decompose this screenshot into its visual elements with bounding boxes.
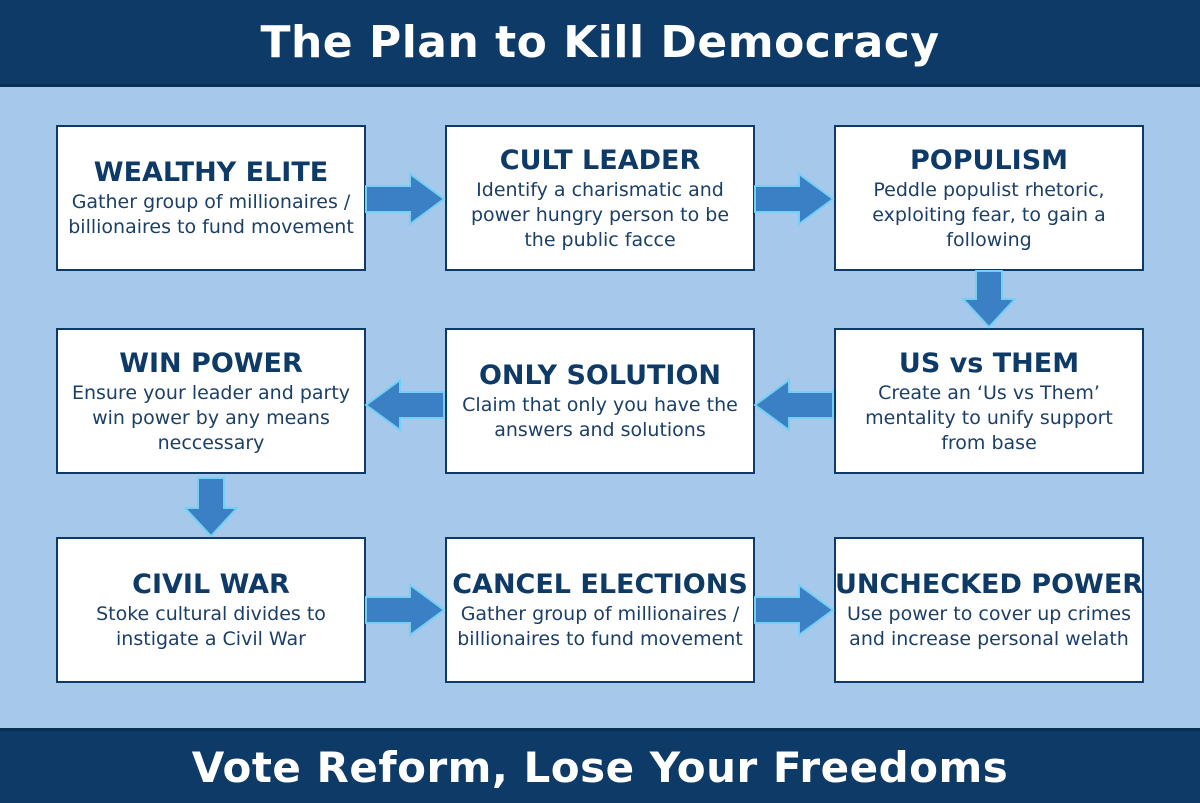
arrow-left-icon — [753, 378, 834, 432]
arrow-down-icon — [183, 477, 239, 538]
step-title: WIN POWER — [119, 347, 303, 379]
step-cancel-elections: CANCEL ELECTIONS Gather group of million… — [445, 537, 755, 683]
page-title-banner: The Plan to Kill Democracy — [0, 0, 1200, 87]
step-title: UNCHECKED POWER — [834, 569, 1144, 600]
step-title: WEALTHY ELITE — [93, 157, 329, 188]
arrow-right-icon — [754, 172, 835, 226]
step-description: Identify a charismatic and power hungry … — [470, 178, 730, 251]
footer-banner: Vote Reform, Lose Your Freedoms — [0, 728, 1200, 803]
arrow-left-icon — [364, 378, 445, 432]
step-description: Use power to cover up crimes and increas… — [846, 603, 1132, 650]
step-populism: POPULISM Peddle populist rhetoric, explo… — [834, 125, 1144, 271]
step-us-vs-them: US vs THEM Create an ‘Us vs Them’ mental… — [834, 328, 1144, 474]
step-title: POPULISM — [909, 144, 1069, 176]
step-description: Claim that only you have the answers and… — [462, 394, 738, 441]
step-only-solution: ONLY SOLUTION Claim that only you have t… — [445, 328, 755, 474]
step-wealthy-elite: WEALTHY ELITE Gather group of millionair… — [56, 125, 366, 271]
footer-slogan: Vote Reform, Lose Your Freedoms — [191, 742, 1009, 792]
step-description: Gather group of millionaires / billionai… — [457, 603, 743, 650]
step-unchecked-power: UNCHECKED POWER Use power to cover up cr… — [834, 537, 1144, 683]
step-description: Create an ‘Us vs Them’ mentality to unif… — [865, 381, 1113, 454]
page-title: The Plan to Kill Democracy — [260, 16, 940, 68]
step-description: Stoke cultural divides to instigate a Ci… — [96, 603, 326, 650]
step-description: Peddle populist rhetoric, exploiting fea… — [872, 178, 1106, 251]
step-title: ONLY SOLUTION — [478, 360, 722, 391]
step-cult-leader: CULT LEADER Identify a charismatic and p… — [445, 125, 755, 271]
step-title: CULT LEADER — [499, 144, 701, 176]
step-title: US vs THEM — [898, 347, 1080, 379]
step-title: CANCEL ELECTIONS — [452, 569, 748, 600]
step-title: CIVIL WAR — [132, 569, 290, 600]
arrow-right-icon — [365, 172, 446, 226]
arrow-right-icon — [365, 583, 446, 637]
step-description: Gather group of millionaires / billionai… — [68, 191, 354, 238]
step-civil-war: CIVIL WAR Stoke cultural divides to inst… — [56, 537, 366, 683]
arrow-right-icon — [754, 583, 835, 637]
arrow-down-icon — [961, 270, 1017, 329]
step-description: Ensure your leader and party win power b… — [71, 381, 351, 454]
step-win-power: WIN POWER Ensure your leader and party w… — [56, 328, 366, 474]
